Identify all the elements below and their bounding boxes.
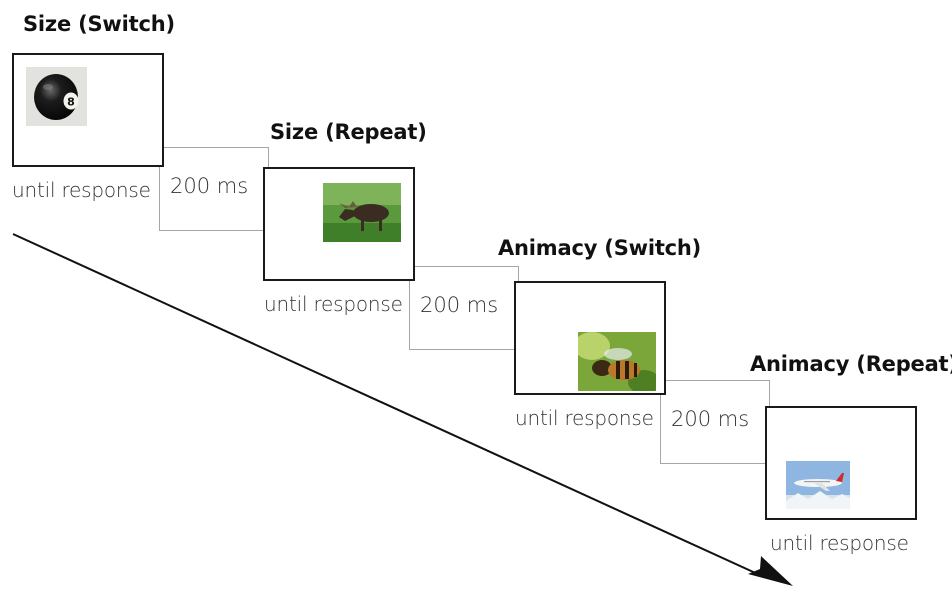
eight-ball-image: 8 [26,67,87,126]
trial-caption: until response [515,406,654,430]
isi-frame-3: 200 ms [660,380,770,464]
stimulus-frame-1: 8 [12,53,164,167]
trial-caption: until response [12,178,151,202]
stimulus-frame-3 [514,281,666,395]
moose-image [323,183,401,242]
time-arrow-head [748,556,793,586]
stimulus-frame-2 [263,167,415,281]
stimulus-frame-4 [765,406,917,520]
trial-title: Size (Repeat) [270,120,427,144]
trial-title: Animacy (Repeat) [750,352,952,376]
svg-text:8: 8 [67,96,75,109]
isi-frame-1: 200 ms [159,147,269,231]
isi-label: 200 ms [671,407,750,431]
isi-frame-2: 200 ms [409,266,519,350]
isi-label: 200 ms [420,293,499,317]
trial-caption: until response [264,292,403,316]
isi-label: 200 ms [170,174,249,198]
airplane-image [786,461,850,509]
trial-title: Animacy (Switch) [498,236,702,260]
time-arrow-line [12,233,763,577]
trial-caption: until response [770,531,909,555]
trial-title: Size (Switch) [23,12,175,36]
bee-image [578,332,656,391]
